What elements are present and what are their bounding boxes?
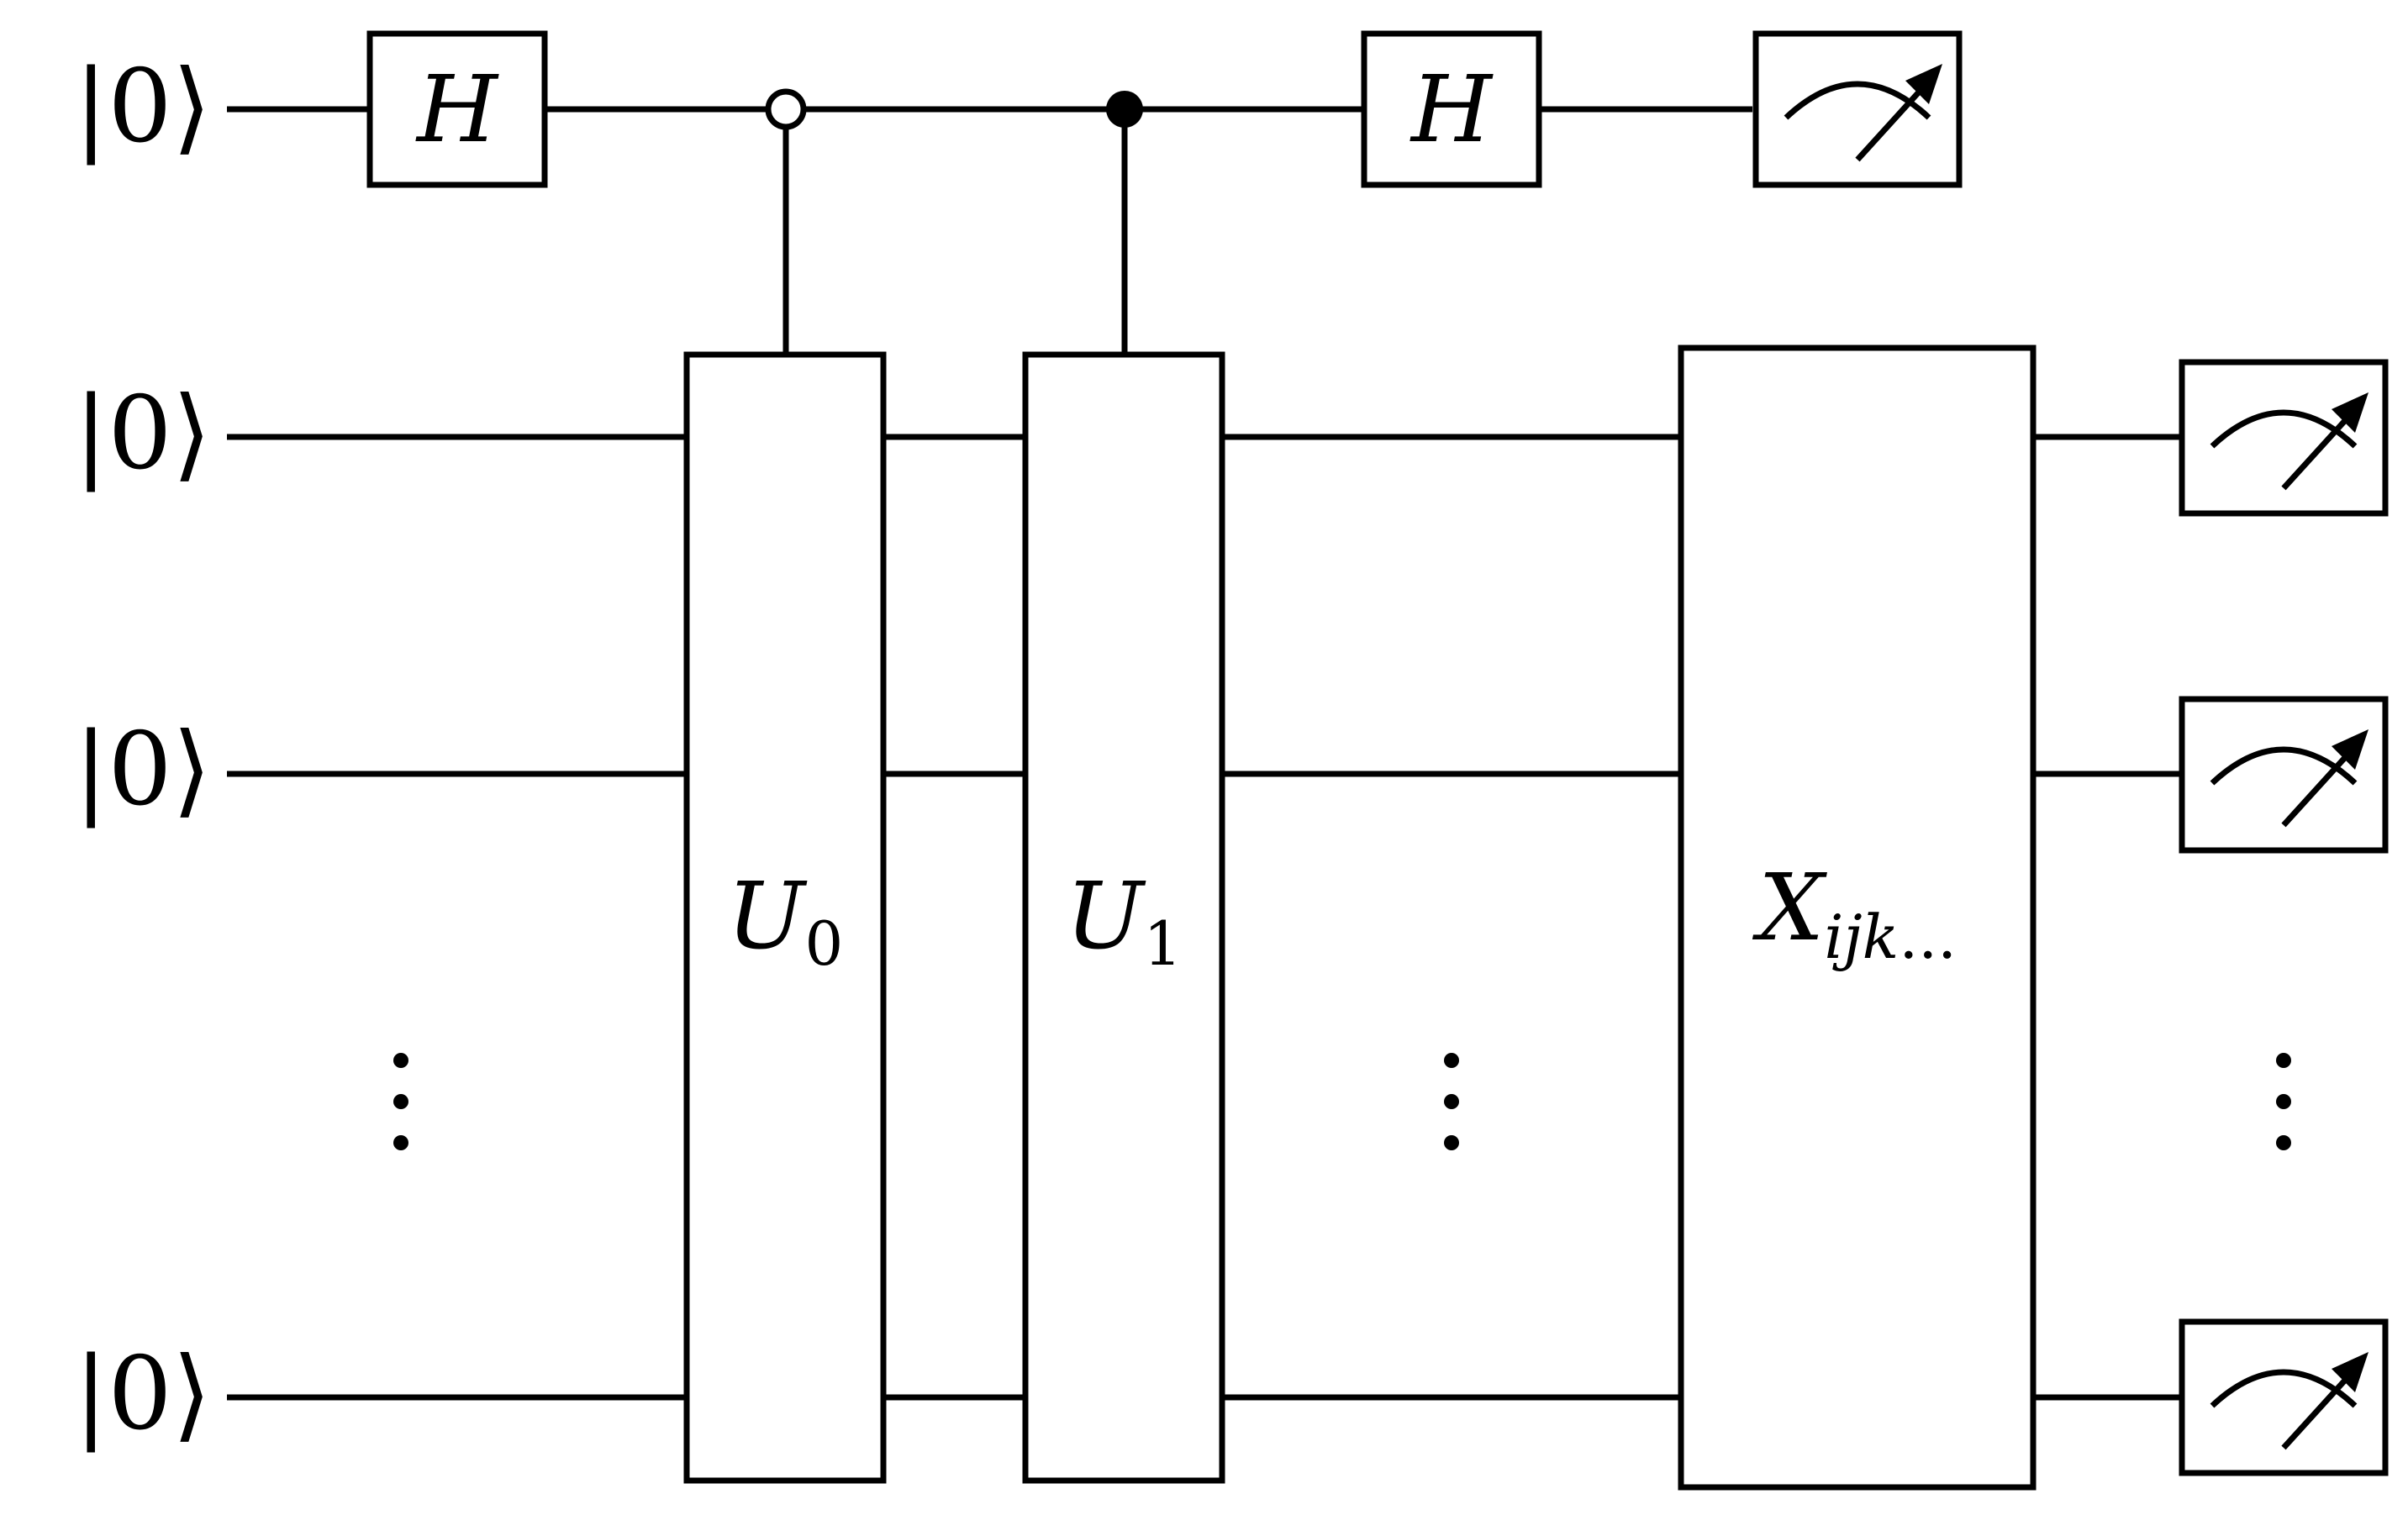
u1-gate-label: U1	[1066, 862, 1183, 979]
u0-gate: U0	[683, 351, 887, 1484]
open-control-dot	[765, 88, 807, 130]
hadamard-gate-2: H	[1361, 30, 1542, 188]
measurement-meter-icon	[2179, 696, 2389, 854]
hadamard-gate-2-label: H	[1409, 55, 1494, 163]
x-ijk-gate: Xijk...	[1678, 345, 2037, 1491]
measurement-meter-icon	[1752, 30, 1963, 188]
qubit-label-1: |0⟩	[74, 376, 212, 492]
qubit-label-3: |0⟩	[74, 1336, 212, 1453]
measurement-meter-icon	[2179, 1318, 2389, 1476]
vertical-ellipsis-icon	[2276, 1053, 2291, 1150]
hadamard-gate-1-label: H	[415, 55, 499, 163]
hadamard-gate-1: H	[366, 30, 548, 188]
measurement-meter-icon	[2179, 359, 2389, 517]
vertical-ellipsis-icon	[393, 1053, 408, 1150]
qubit-label-0: |0⟩	[74, 49, 212, 166]
vertical-ellipsis-icon	[1444, 1053, 1459, 1150]
x-ijk-gate-label: Xijk...	[1752, 854, 1957, 972]
qubit-labels: |0⟩ |0⟩ |0⟩ |0⟩	[74, 49, 212, 1453]
u0-gate-label: U0	[727, 862, 844, 979]
control-lines	[782, 109, 1128, 355]
filled-control-dot	[1106, 91, 1143, 128]
u1-gate: U1	[1022, 351, 1225, 1484]
qubit-label-2: |0⟩	[74, 712, 212, 829]
